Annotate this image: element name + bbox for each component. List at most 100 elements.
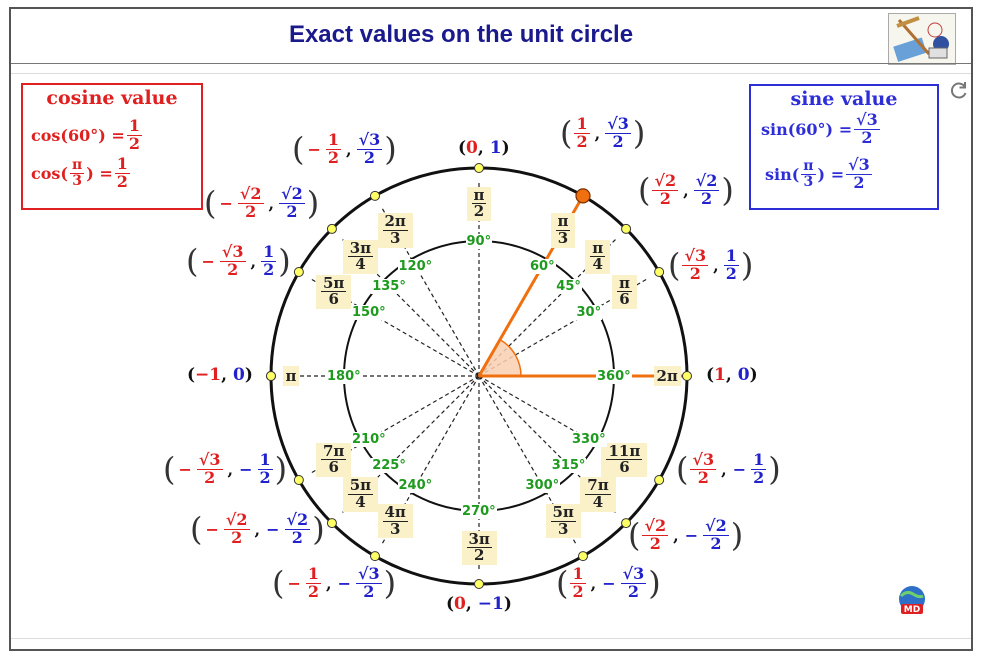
- circle-point-150: [293, 267, 304, 277]
- circle-point-225: [326, 518, 337, 529]
- degree-label-135: 135°: [371, 278, 407, 294]
- coord-num: √3: [682, 246, 709, 266]
- open-paren: (: [272, 564, 285, 603]
- comma: ,: [227, 459, 234, 479]
- comma: ,: [683, 180, 689, 200]
- degree-label-30: 30°: [575, 305, 603, 320]
- degree-label-315: 315°: [550, 458, 587, 474]
- radian-label-180: π: [282, 366, 300, 386]
- header: Exact values on the unit circle: [11, 9, 971, 63]
- coord-den: 2: [576, 131, 588, 151]
- sin-degree-num: √3: [854, 110, 880, 130]
- coord-sign: −: [266, 519, 280, 539]
- open-paren: (: [668, 246, 681, 285]
- globe-badge-icon[interactable]: MD: [895, 584, 929, 618]
- circle-point-330: [654, 475, 665, 485]
- point-bottom-y: −1: [477, 594, 504, 614]
- coord-num: √3: [356, 130, 383, 150]
- coord-den: 2: [263, 259, 275, 279]
- coord-sign: −: [337, 573, 352, 593]
- circle-point-210: [293, 475, 304, 485]
- coord-num: √3: [356, 564, 382, 584]
- coord-num: √2: [284, 510, 311, 530]
- coord-den: 2: [231, 527, 243, 547]
- sin-radian-arg-den: 3: [803, 173, 814, 190]
- coord-den: 2: [259, 467, 271, 487]
- selected-angle-wedge: [477, 338, 522, 377]
- open-paren: (: [628, 516, 641, 555]
- degree-label-270: 270°: [461, 503, 497, 519]
- degree-label-210: 210°: [351, 432, 387, 447]
- close-paren: ): [384, 130, 397, 169]
- degree-label-90: 90°: [465, 233, 493, 249]
- refresh-icon[interactable]: [948, 79, 970, 101]
- cos-radian-den: 2: [116, 171, 128, 191]
- coord-num: √2: [223, 510, 250, 530]
- circle-point-30: [654, 267, 665, 277]
- point-left-y: 0: [232, 365, 245, 385]
- open-paren: (: [190, 510, 203, 549]
- coord-den: 2: [700, 188, 713, 208]
- circle-point-120: [370, 190, 380, 201]
- coord-num: √2: [237, 184, 264, 204]
- coord-den: 2: [659, 188, 671, 208]
- coord-den: 2: [725, 263, 737, 283]
- open-paren: (: [186, 242, 199, 281]
- comma: ,: [254, 519, 261, 539]
- cos-radian-arg-den: 3: [72, 172, 82, 189]
- circle-point-90: [474, 163, 484, 173]
- comma: ,: [346, 139, 352, 159]
- coord-sign: −: [201, 251, 215, 271]
- coord-sign: −: [732, 459, 747, 479]
- radian-text: 2π: [656, 367, 678, 385]
- cos-degree-lhs: cos(60°) =: [31, 125, 125, 145]
- radian-den: 2: [473, 202, 485, 221]
- point-top-y: 1: [489, 138, 502, 158]
- coord-sign: −: [307, 139, 321, 159]
- circle-point-45: [621, 223, 632, 234]
- radian-den: 3: [557, 519, 569, 538]
- close-paren: ): [278, 242, 291, 281]
- close-paren: ): [274, 450, 288, 489]
- coord-sign: −: [684, 525, 699, 545]
